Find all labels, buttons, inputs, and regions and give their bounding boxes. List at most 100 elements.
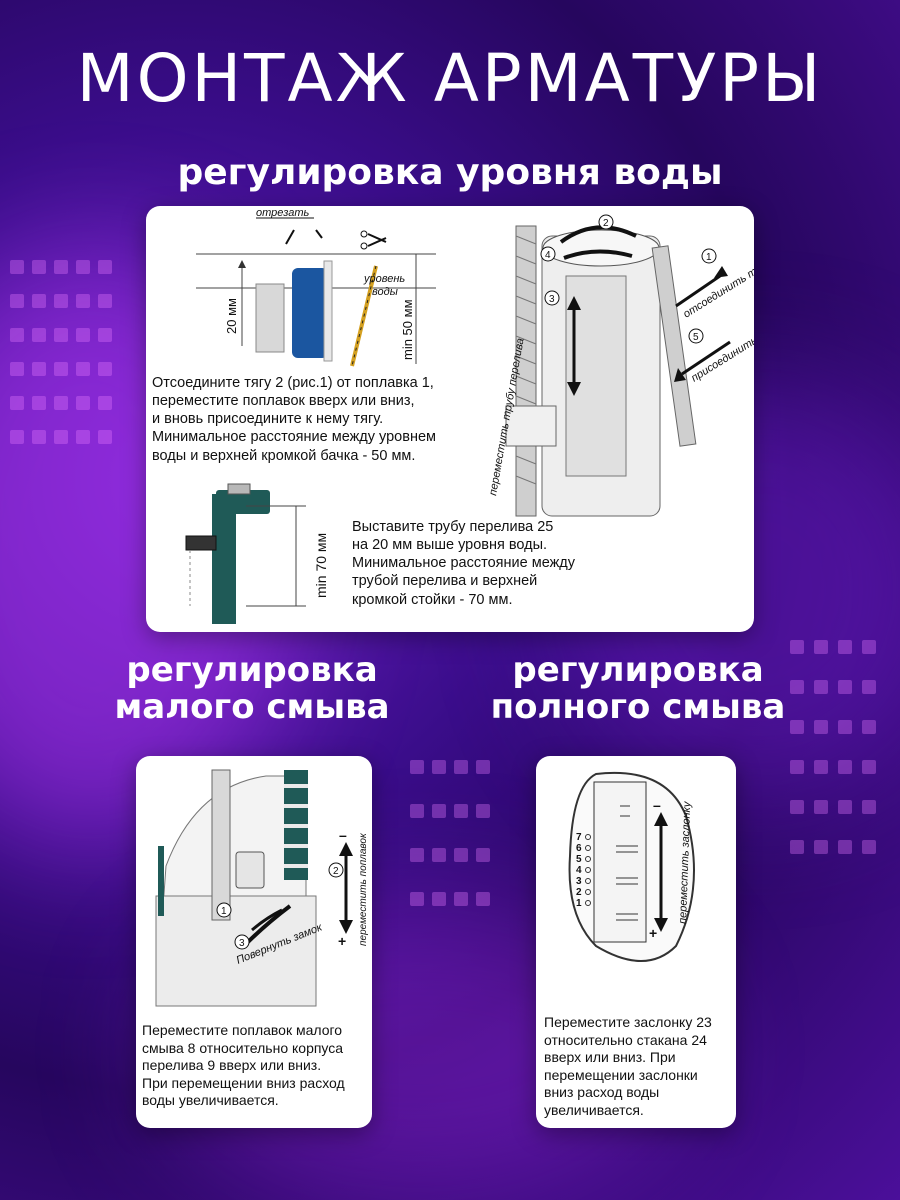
section-heading-water-level: регулировка уровня воды	[177, 152, 723, 193]
background-dot	[862, 720, 876, 734]
label-dim-20: 20 мм	[224, 298, 239, 334]
background-dot	[98, 362, 112, 376]
svg-text:1: 1	[706, 252, 712, 263]
background-dot	[432, 892, 446, 906]
svg-text:4: 4	[576, 865, 582, 876]
page-title: МОНТАЖ АРМАТУРЫ	[76, 40, 824, 117]
svg-text:6: 6	[576, 843, 582, 854]
background-dot	[862, 680, 876, 694]
section-heading-small-flush: регулировка малого смыва	[114, 650, 390, 728]
svg-text:1: 1	[221, 906, 227, 917]
section-heading-full-flush: регулировка полного смыва	[490, 650, 786, 728]
background-dot	[54, 260, 68, 274]
svg-text:2: 2	[333, 866, 339, 877]
background-dot	[10, 294, 24, 308]
background-dot	[838, 760, 852, 774]
background-dot	[32, 396, 46, 410]
background-dot	[862, 840, 876, 854]
background-dot	[838, 680, 852, 694]
svg-text:3: 3	[576, 876, 582, 887]
label-cut: отрезать	[256, 207, 310, 219]
background-dot	[862, 800, 876, 814]
small-flush-diagram: 1 2 3 – + переместить поплавок Повернуть…	[155, 769, 369, 1007]
svg-text:7: 7	[576, 832, 582, 843]
full-flush-diagram: – + переместить заслонку 7 6 5 4 3 2 1	[568, 772, 695, 962]
background-dot	[410, 848, 424, 862]
background-dot	[790, 840, 804, 854]
background-dot	[76, 260, 90, 274]
background-dot	[76, 396, 90, 410]
background-dot	[76, 362, 90, 376]
background-dot	[410, 804, 424, 818]
label-dim-min70: min 70 мм	[313, 533, 329, 598]
background-dot	[32, 260, 46, 274]
background-dot	[814, 800, 828, 814]
background-dot	[790, 720, 804, 734]
label-disconnect: отсоединить тягу	[681, 256, 754, 320]
background-dot	[814, 640, 828, 654]
background-dot	[98, 430, 112, 444]
background-dot	[838, 640, 852, 654]
overflow-pipe-diagram	[185, 483, 306, 624]
background-dot	[432, 848, 446, 862]
background-dot	[838, 720, 852, 734]
svg-text:2: 2	[603, 218, 609, 229]
background-dot	[76, 294, 90, 308]
background-dot	[98, 396, 112, 410]
background-dot	[432, 804, 446, 818]
svg-text:1: 1	[576, 898, 582, 909]
background-dot	[476, 848, 490, 862]
svg-text:3: 3	[549, 294, 555, 305]
background-dot	[410, 892, 424, 906]
label-move-valve: переместить заслонку	[677, 800, 693, 924]
label-move-float: переместить поплавок	[358, 832, 369, 946]
background-dot	[54, 362, 68, 376]
background-dot	[862, 760, 876, 774]
background-dot	[838, 840, 852, 854]
svg-text:2: 2	[576, 887, 582, 898]
text-overflow-instructions: Выставите трубу перелива 25 на 20 мм выш…	[352, 519, 576, 608]
svg-text:5: 5	[576, 854, 582, 865]
background-dot	[790, 680, 804, 694]
text-small-flush-instructions: Переместите поплавок малого смыва 8 отно…	[142, 1022, 345, 1108]
svg-text:–: –	[339, 827, 347, 843]
background-dot	[476, 804, 490, 818]
background-dot	[838, 800, 852, 814]
background-dot	[10, 430, 24, 444]
background-dot	[54, 396, 68, 410]
background-dot	[862, 640, 876, 654]
background-dot	[454, 848, 468, 862]
background-dot	[54, 430, 68, 444]
text-float-instructions: Отсоедините тягу 2 (рис.1) от поплавка 1…	[152, 375, 436, 464]
background-dot	[10, 362, 24, 376]
card-small-flush: 1 2 3 – + переместить поплавок Повернуть…	[136, 756, 372, 1128]
background-dot	[32, 430, 46, 444]
background-dot	[10, 260, 24, 274]
background-dot	[790, 640, 804, 654]
card-full-flush: – + переместить заслонку 7 6 5 4 3 2 1 П…	[536, 756, 736, 1128]
background-dot	[790, 800, 804, 814]
background-dot	[10, 396, 24, 410]
background-dot	[10, 328, 24, 342]
background-dot	[98, 328, 112, 342]
background-dot	[454, 804, 468, 818]
background-dot	[32, 294, 46, 308]
label-dim-min50: min 50 мм	[400, 299, 415, 360]
mechanism-diagram	[505, 225, 731, 517]
svg-text:–: –	[653, 797, 661, 813]
label-attach: присоединить тягу	[689, 318, 754, 384]
background-dot	[454, 760, 468, 774]
background-dot	[790, 760, 804, 774]
float-diagram	[196, 217, 436, 367]
background-dot	[32, 362, 46, 376]
background-dot	[814, 720, 828, 734]
background-dot	[814, 840, 828, 854]
background-dot	[454, 892, 468, 906]
background-dot	[32, 328, 46, 342]
background-dot	[432, 760, 446, 774]
text-full-flush-instructions: Переместите заслонку 23 относительно ста…	[544, 1014, 712, 1118]
background-dot	[54, 294, 68, 308]
